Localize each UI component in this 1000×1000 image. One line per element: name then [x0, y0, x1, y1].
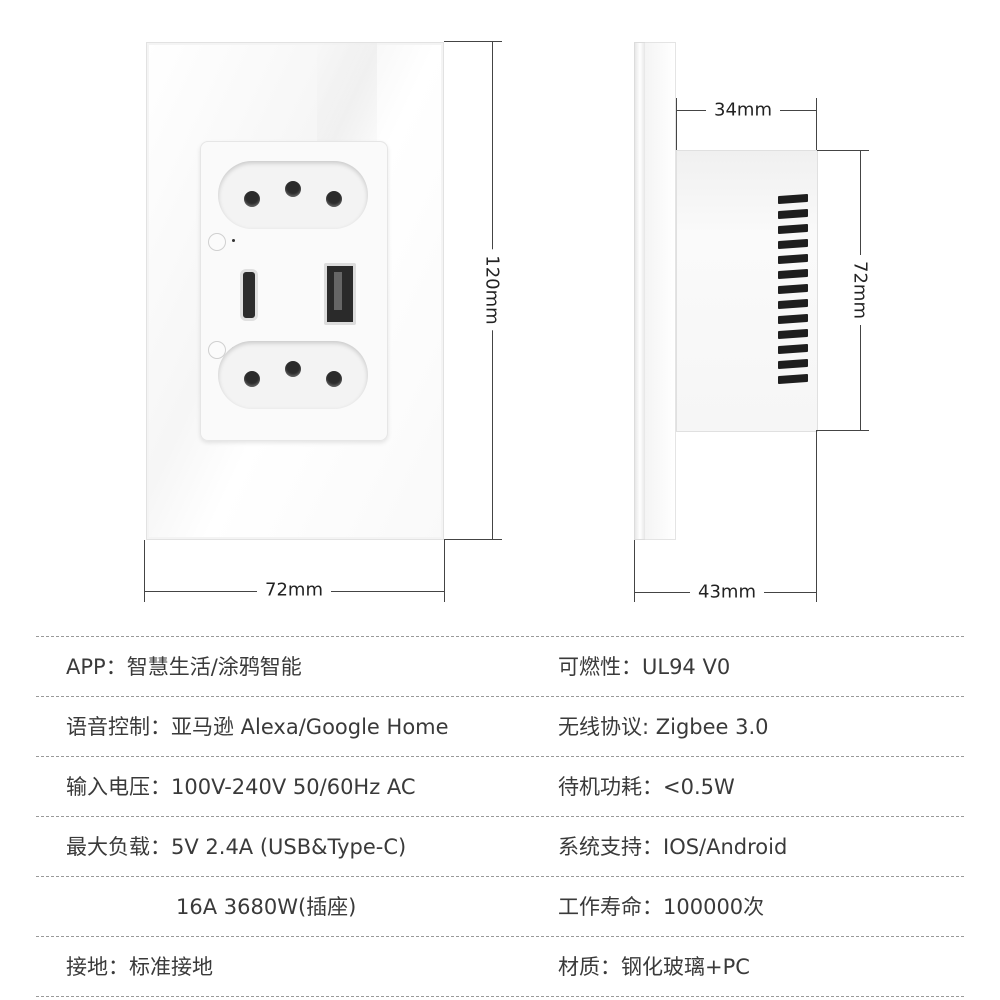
outlet-pin-hole — [285, 181, 301, 197]
dim-extension-line — [444, 539, 502, 540]
outlet-pin-hole — [285, 361, 301, 377]
spec-row: 接地：标准接地 材质：钢化玻璃+PC — [36, 936, 964, 997]
front-width-label: 72mm — [257, 579, 331, 601]
usb-a-port — [324, 263, 356, 325]
dim-extension-line — [144, 540, 145, 602]
dim-extension-line — [816, 430, 817, 602]
vent-slot — [778, 313, 808, 325]
spec-standby-power: 待机功耗：<0.5W — [558, 775, 735, 799]
dim-extension-line — [816, 98, 817, 150]
outlet-pin-hole — [244, 191, 260, 207]
vent-slot — [778, 268, 808, 280]
front-height-label: 120mm — [481, 249, 503, 331]
vent-slot — [778, 298, 808, 310]
spec-app: APP：智慧生活/涂鸦智能 — [66, 655, 302, 679]
vent-slot — [778, 283, 808, 295]
spec-material: 材质：钢化玻璃+PC — [558, 955, 750, 979]
dim-extension-line — [676, 98, 677, 150]
spec-row: APP：智慧生活/涂鸦智能 可燃性：UL94 V0 — [36, 636, 964, 697]
dim-extension-line — [817, 150, 869, 151]
spec-voice-control: 语音控制：亚马逊 Alexa/Google Home — [66, 715, 449, 739]
side-total-label: 43mm — [690, 581, 764, 603]
vent-slot — [778, 238, 808, 250]
vent-slot — [778, 358, 808, 370]
lower-outlet — [218, 341, 368, 409]
vent-slot — [778, 373, 808, 385]
spec-max-load-usb: 最大负载：5V 2.4A (USB&Type-C) — [66, 835, 407, 859]
spec-system-support: 系统支持：IOS/Android — [558, 835, 788, 859]
side-depth-label: 34mm — [706, 99, 780, 121]
dim-extension-line — [634, 540, 635, 602]
spec-flammability: 可燃性：UL94 V0 — [558, 655, 731, 679]
socket-module — [200, 141, 388, 441]
outlet-pin-hole — [326, 371, 342, 387]
vent-slot — [778, 223, 808, 235]
spec-table-bottom-border — [36, 996, 964, 997]
spec-max-load-socket: 16A 3680W(插座) — [176, 895, 357, 919]
vent-slot — [778, 193, 808, 205]
touch-button-icon[interactable] — [208, 233, 226, 251]
side-frame — [645, 42, 676, 540]
spec-row: 16A 3680W(插座) 工作寿命：100000次 — [36, 876, 964, 937]
touch-button-icon[interactable] — [208, 341, 226, 359]
spec-input-voltage: 输入电压：100V-240V 50/60Hz AC — [66, 775, 416, 799]
dim-extension-line — [444, 41, 502, 42]
side-height-label: 72mm — [849, 255, 871, 325]
spec-row: 输入电压：100V-240V 50/60Hz AC 待机功耗：<0.5W — [36, 756, 964, 817]
outlet-pin-hole — [326, 191, 342, 207]
spec-row: 最大负载：5V 2.4A (USB&Type-C) 系统支持：IOS/Andro… — [36, 816, 964, 877]
led-indicator — [232, 239, 235, 242]
vent-slot — [778, 253, 808, 265]
vent-slot — [778, 328, 808, 340]
vent-slot — [778, 343, 808, 355]
front-view-panel — [146, 42, 444, 540]
dim-extension-line — [444, 540, 445, 602]
spec-working-life: 工作寿命：100000次 — [558, 895, 765, 919]
spec-wireless-protocol: 无线协议: Zigbee 3.0 — [558, 715, 769, 739]
spec-row: 语音控制：亚马逊 Alexa/Google Home 无线协议: Zigbee … — [36, 696, 964, 757]
side-body — [676, 150, 818, 432]
spec-grounding: 接地：标准接地 — [66, 955, 213, 979]
vent-slot — [778, 208, 808, 220]
upper-outlet — [218, 161, 368, 229]
dim-extension-line — [817, 430, 869, 431]
usb-type-c-port — [240, 269, 258, 321]
outlet-pin-hole — [244, 371, 260, 387]
